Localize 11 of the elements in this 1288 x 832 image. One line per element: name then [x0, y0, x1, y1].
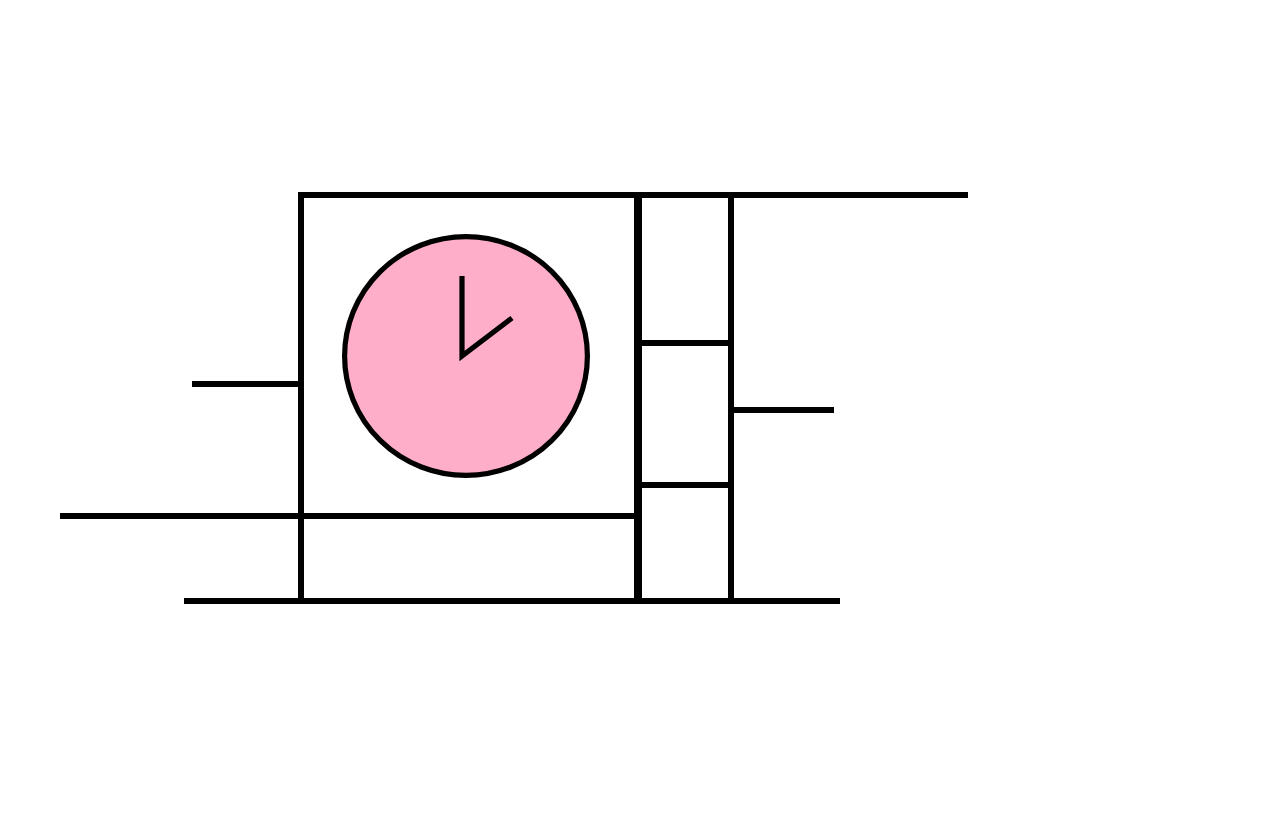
module-box: [298, 192, 640, 604]
connector-line: [734, 192, 968, 198]
connector-line: [60, 513, 636, 519]
connector-line: [734, 407, 834, 413]
segment-box: [636, 192, 734, 346]
segment-box: [636, 482, 734, 604]
connector-line: [192, 381, 298, 387]
clock-icon: [342, 234, 590, 478]
connector-line: [184, 598, 298, 604]
connector-line: [734, 598, 840, 604]
segment-box: [636, 340, 734, 488]
